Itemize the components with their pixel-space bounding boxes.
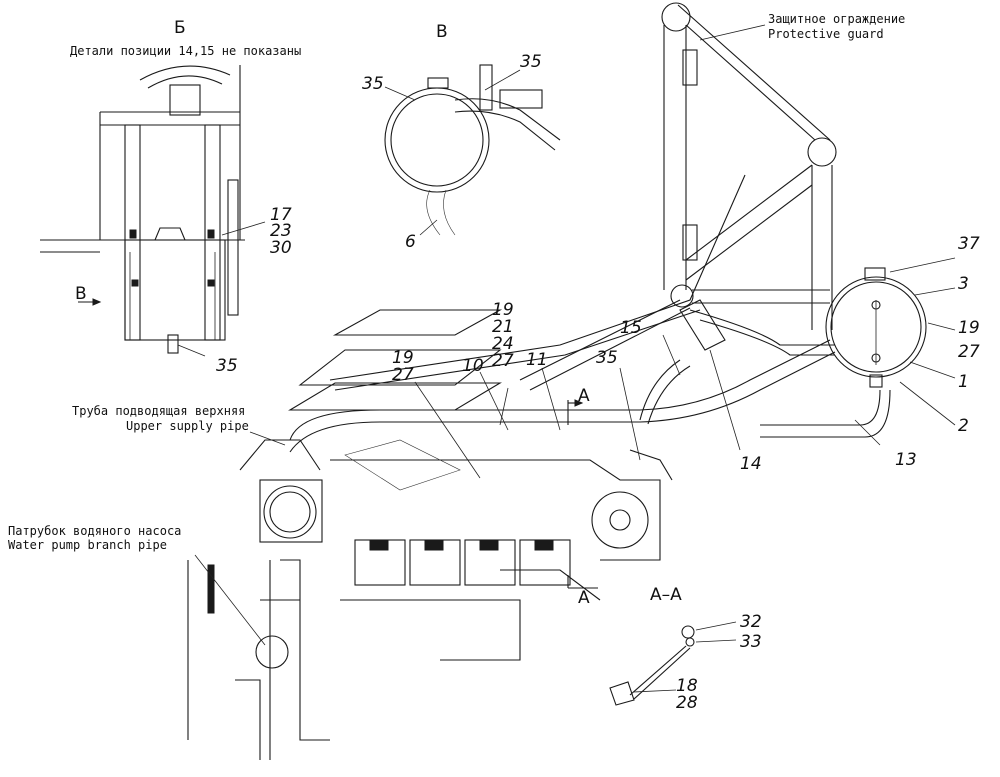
- callout-35-middle: 35: [596, 348, 618, 368]
- section-mark-top: А: [578, 386, 590, 406]
- callout-27-group: 27: [492, 351, 514, 371]
- pump-pipe-label-ru: Патрубок водяного насоса: [8, 524, 182, 538]
- callout-15: 15: [620, 318, 642, 338]
- expansion-tank-drawing: [825, 257, 956, 426]
- callout-30: 30: [270, 238, 292, 258]
- callout-27-right: 27: [958, 342, 980, 362]
- callout-1: 1: [958, 372, 969, 392]
- callout-35-v-right: 35: [520, 52, 542, 72]
- callout-19-left: 19: [392, 348, 414, 368]
- pump-pipe-label-en: Water pump branch pipe: [8, 538, 167, 552]
- protective-guard-drawing: [661, 2, 837, 330]
- upper-pipe-label-ru: Труба подводящая верхняя: [72, 404, 246, 418]
- callout-6: 6: [405, 232, 416, 252]
- guard-label-ru: Защитное ограждение: [768, 12, 906, 26]
- view-b-note: Детали позиции 14,15 не показаны: [70, 44, 302, 58]
- callout-13: 13: [895, 450, 917, 470]
- callout-35-v-left: 35: [362, 74, 384, 94]
- callout-14: 14: [740, 454, 762, 474]
- view-b-letter: Б: [174, 18, 186, 38]
- callout-18: 18: [676, 676, 698, 696]
- section-mark-bottom: А: [578, 588, 590, 608]
- section-aa-title: А–А: [650, 585, 682, 605]
- callout-21: 21: [492, 317, 514, 337]
- callout-19-right: 19: [958, 318, 980, 338]
- view-b-drawing: [40, 65, 266, 357]
- callout-2: 2: [958, 416, 969, 436]
- callout-28: 28: [676, 693, 698, 713]
- callout-3: 3: [958, 274, 969, 294]
- callout-37: 37: [958, 234, 980, 254]
- callout-33: 33: [740, 632, 762, 652]
- view-b-arrow-letter: В: [75, 284, 87, 304]
- callout-32: 32: [740, 612, 762, 632]
- callout-23: 23: [270, 221, 292, 241]
- section-planes: [288, 309, 503, 411]
- callout-19-group: 19: [492, 300, 514, 320]
- callout-35-b: 35: [216, 356, 238, 376]
- callout-27-left: 27: [392, 365, 414, 385]
- section-aa-drawing: [609, 621, 737, 706]
- guard-label-en: Protective guard: [768, 27, 884, 41]
- callout-24: 24: [492, 334, 514, 354]
- callout-17: 17: [270, 205, 292, 225]
- engine-drawing: [187, 399, 673, 760]
- view-v-letter: В: [436, 22, 448, 42]
- callout-11: 11: [526, 350, 548, 370]
- pipes-drawing: [289, 174, 891, 479]
- callout-10: 10: [462, 356, 484, 376]
- view-v-drawing: [384, 64, 561, 236]
- upper-pipe-label-en: Upper supply pipe: [126, 419, 249, 433]
